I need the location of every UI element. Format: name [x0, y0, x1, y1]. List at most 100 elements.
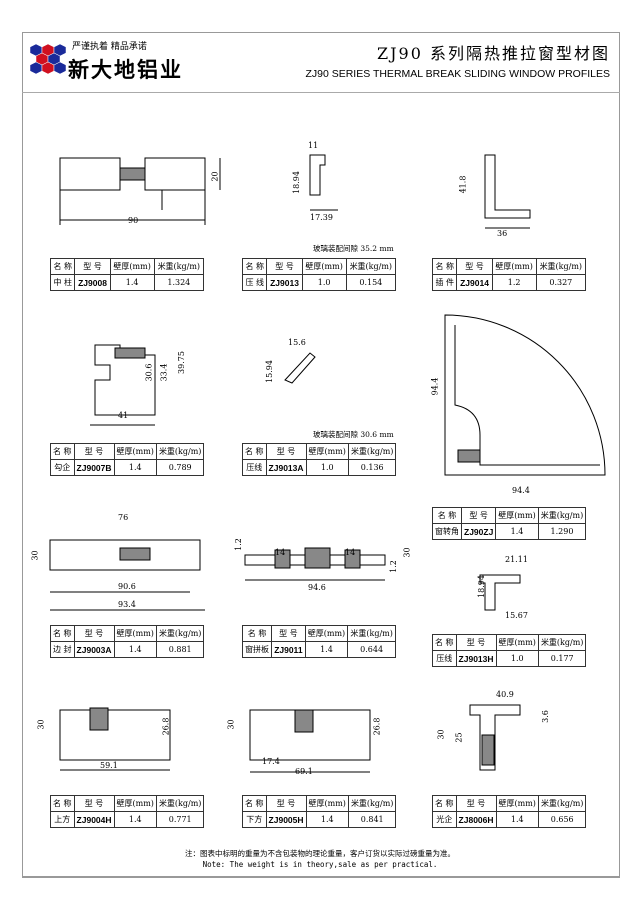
- profile-drawing-zj9013a: [284, 352, 316, 384]
- column-header: 型 号: [265, 795, 307, 812]
- column-header: 名 称: [50, 795, 75, 812]
- profile-weight: 0.771: [155, 811, 205, 828]
- dim-label: 36: [497, 229, 508, 238]
- dim-label: 26.8: [372, 717, 382, 736]
- profile-model: ZJ9013H: [455, 650, 497, 667]
- dim-label: 15.6: [288, 338, 306, 347]
- table-header-row: 名 称型 号壁厚(mm)米重(kg/m): [432, 634, 587, 651]
- profile-drawing-zj9013: [309, 154, 338, 211]
- page-frame: [22, 32, 620, 878]
- column-header: 型 号: [73, 625, 115, 642]
- profile-thickness: 1.4: [109, 274, 155, 291]
- glass-gap-label: 玻璃装配间隙 35.2 mm: [313, 244, 394, 253]
- company-logo: [29, 43, 67, 75]
- dim-label: 30: [226, 719, 236, 730]
- dim-label: 11: [308, 141, 319, 150]
- column-header: 名 称: [242, 443, 267, 460]
- table-header-row: 名 称型 号壁厚(mm)米重(kg/m): [432, 507, 587, 524]
- column-header: 壁厚(mm): [495, 795, 539, 812]
- table-header-row: 名 称型 号壁厚(mm)米重(kg/m): [50, 625, 205, 642]
- dim-label: 94.6: [308, 583, 326, 592]
- profile-thickness: 1.4: [495, 811, 539, 828]
- column-header: 名 称: [432, 507, 462, 524]
- dim-label: 3.6: [540, 710, 550, 723]
- profile-drawing-zj9011: [244, 547, 386, 581]
- column-header: 壁厚(mm): [495, 634, 539, 651]
- dim-label: 94.4: [512, 486, 530, 495]
- column-header: 名 称: [432, 795, 457, 812]
- dim-label: 30: [402, 547, 412, 558]
- profile-drawing-zj9003a: [49, 539, 205, 611]
- column-header: 壁厚(mm): [304, 625, 349, 642]
- dim-label: 59.1: [100, 761, 118, 770]
- column-header: 米重(kg/m): [537, 507, 587, 524]
- profile-drawing-zj9013h: [479, 574, 521, 611]
- profile-model: ZJ9011: [271, 641, 306, 658]
- column-header: 型 号: [455, 634, 497, 651]
- profile-name: 中 柱: [49, 274, 76, 291]
- dim-label: 94.4: [430, 377, 440, 396]
- dim-label: 15.94: [264, 360, 274, 383]
- column-header: 米重(kg/m): [155, 443, 205, 460]
- profile-drawing-zj8006h: [469, 704, 521, 771]
- page-title-en: ZJ90 SERIES THERMAL BREAK SLIDING WINDOW…: [305, 68, 610, 80]
- dim-label: 1.2: [388, 560, 398, 573]
- dim-label: 21.11: [505, 555, 528, 564]
- dim-label: 14: [275, 548, 286, 557]
- dim-label: 41.8: [458, 175, 468, 194]
- column-header: 名 称: [241, 625, 273, 642]
- dim-label: 18.94: [291, 171, 301, 194]
- column-header: 名 称: [50, 443, 75, 460]
- note-cn: 注：图表中标明的重量为不含包装物的理论重量，客户订货以实际过磅重量为准。: [185, 849, 455, 858]
- profile-name: 光企: [432, 811, 457, 828]
- profile-weight: 0.136: [347, 459, 397, 476]
- dim-label: 30: [436, 729, 446, 740]
- column-header: 壁厚(mm): [305, 795, 349, 812]
- profile-model: ZJ9004H: [73, 811, 115, 828]
- column-header: 米重(kg/m): [347, 795, 397, 812]
- table-header-row: 名 称型 号壁厚(mm)米重(kg/m): [50, 443, 205, 460]
- company-name: 新大地铝业: [68, 57, 183, 82]
- profile-weight: 0.177: [537, 650, 587, 667]
- column-header: 米重(kg/m): [345, 258, 397, 275]
- profile-model: ZJ9005H: [265, 811, 307, 828]
- table-header-row: 名 称型 号壁厚(mm)米重(kg/m): [431, 258, 587, 275]
- profile-weight: 1.290: [537, 523, 587, 540]
- dim-label: 40.9: [496, 690, 514, 699]
- table-header-row: 名 称型 号壁厚(mm)米重(kg/m): [241, 625, 396, 642]
- header-divider: [22, 92, 620, 93]
- table-header-row: 名 称型 号壁厚(mm)米重(kg/m): [432, 795, 587, 812]
- column-header: 型 号: [73, 443, 115, 460]
- column-header: 壁厚(mm): [491, 258, 537, 275]
- column-header: 米重(kg/m): [537, 795, 587, 812]
- profile-thickness: 1.2: [491, 274, 537, 291]
- dim-label: 30: [30, 550, 40, 561]
- table-header-row: 名 称型 号壁厚(mm)米重(kg/m): [241, 258, 397, 275]
- profile-thickness: 1.4: [113, 641, 157, 658]
- glass-gap-label: 玻璃装配间隙 30.6 mm: [313, 430, 394, 439]
- profile-weight: 1.324: [153, 274, 205, 291]
- column-header: 壁厚(mm): [305, 443, 349, 460]
- profile-drawing-zj9004h: [59, 707, 171, 771]
- column-header: 壁厚(mm): [495, 507, 539, 524]
- dim-label: 33.4: [159, 363, 169, 382]
- dim-label: 15.67: [505, 611, 528, 620]
- column-header: 名 称: [242, 795, 267, 812]
- dim-label: 90.6: [118, 582, 136, 591]
- profile-name: 上方: [50, 811, 75, 828]
- profile-weight: 0.644: [347, 641, 396, 658]
- column-header: 型 号: [455, 795, 497, 812]
- dim-label: 14: [345, 548, 356, 557]
